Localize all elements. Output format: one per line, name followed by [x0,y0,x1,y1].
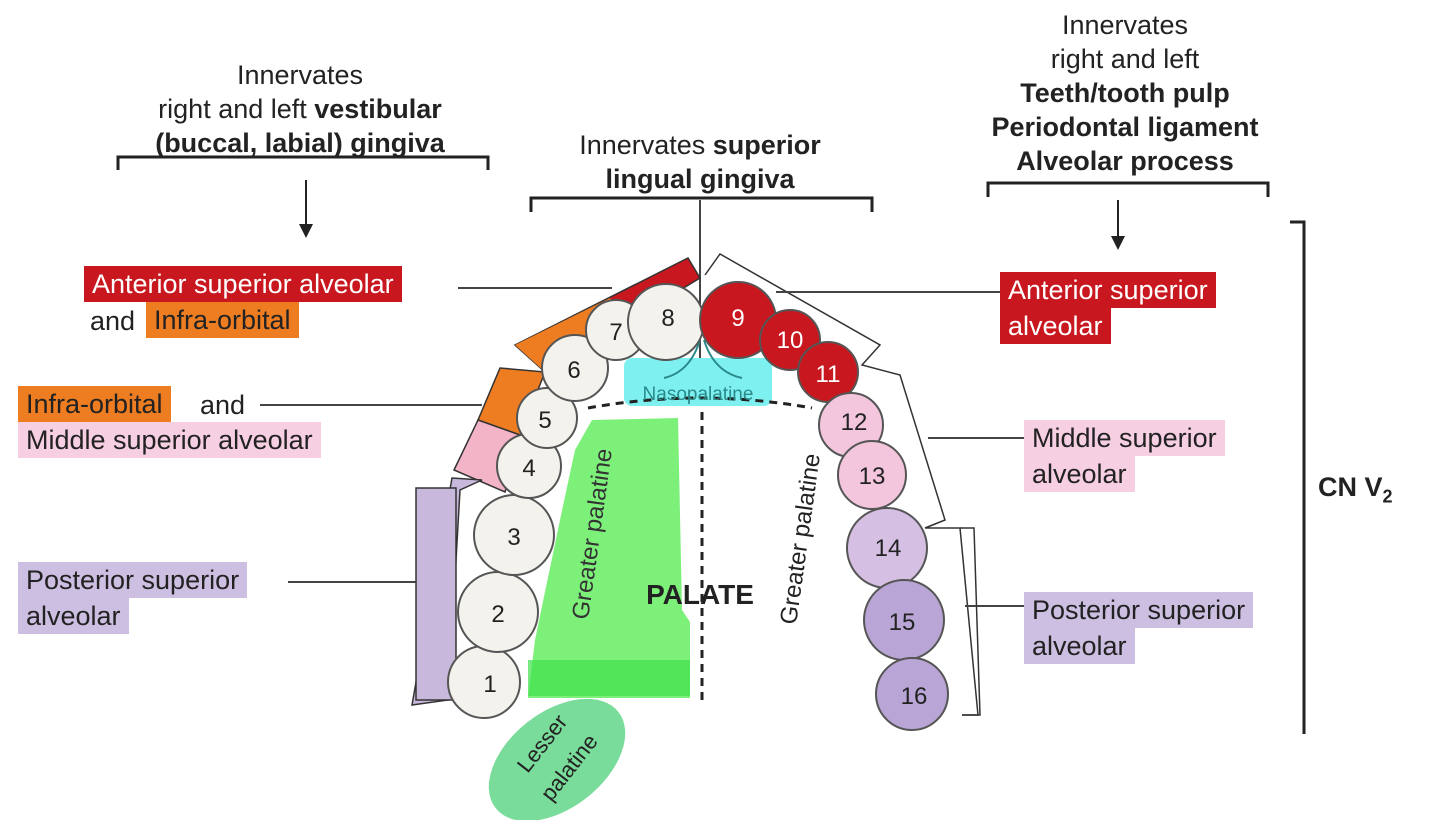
nasopalatine-arrow-right [703,339,743,379]
tooth-13-shape [837,440,907,510]
tooth-15-label: 15 [889,609,916,636]
right-heading-line2: right and left [1050,44,1200,74]
right-arrowhead [1111,236,1125,250]
tooth-5-label: 5 [538,407,551,434]
tooth-3-label: 3 [507,524,520,551]
tooth-8-label: 8 [661,305,674,332]
nasopalatine-label: Nasopalatine [643,384,754,405]
label-left-and-1: and [90,306,136,336]
left-heading-line3: (buccal, labial) gingiva [155,128,445,158]
tooth-12-label: 12 [841,409,868,436]
tooth-14-label: 14 [875,535,902,562]
left-arrowhead [299,224,313,238]
palate-arch-dashed [587,396,813,410]
label-left-and-2: and [200,390,246,420]
label-right-posterior-superior-alveolar-2: alveolar [1024,628,1135,664]
left-heading-line1: Innervates [236,60,364,90]
tooth-6-label: 6 [567,357,580,384]
label-left-infra-orbital-1: Infra-orbital [146,302,299,338]
greater-palatine-left-region [528,418,690,698]
center-heading-line1: Innervates superior [579,130,821,160]
gingiva-outline-right [704,253,979,716]
label-left-posterior-superior-alveolar-2: alveolar [18,598,129,634]
palate-title: PALATE [646,579,754,610]
tooth-16-label: 16 [901,683,928,710]
right-heading-line1: Innervates [1061,10,1189,40]
right-heading: Innervates right and left Teeth/tooth pu… [960,8,1290,178]
right-heading-bracket [986,181,1270,197]
tooth-7-label: 7 [609,319,622,346]
tooth-10-label: 10 [777,327,804,354]
tooth-6-shape [541,334,609,402]
gingiva-band-psa-left-body [415,487,457,701]
label-right-middle-superior-alveolar-1: Middle superior [1024,420,1225,456]
tooth-9-label: 9 [731,305,744,332]
label-right-middle-superior-alveolar-2: alveolar [1024,456,1135,492]
teeth-group [447,281,949,731]
label-left-infra-orbital-2: Infra-orbital [18,386,171,422]
cn-v2-label: CN V2 [1318,470,1393,513]
left-heading-bracket [116,155,490,170]
tooth-4-label: 4 [522,455,535,482]
greater-palatine-right-label: Greater palatine [775,452,826,626]
tooth-1-label: 1 [483,671,496,698]
left-heading-line2: right and left vestibular [158,94,442,124]
label-left-posterior-superior-alveolar-1: Posterior superior [18,562,248,598]
tooth-5-shape [516,387,578,449]
label-right-anterior-superior-alveolar-2: alveolar [1000,308,1111,344]
center-heading: Innervates superior lingual gingiva [520,128,880,196]
right-heading-line4: Periodontal ligament [991,112,1259,142]
nasopalatine-arrow-left [663,339,701,379]
label-right-posterior-superior-alveolar-1: Posterior superior [1024,592,1254,628]
tooth-13-label: 13 [859,463,886,490]
greater-palatine-left-dark-strip [528,660,690,696]
label-left-anterior-superior-alveolar: Anterior superior alveolar [84,266,402,302]
right-heading-line3: Teeth/tooth pulp [1020,78,1230,108]
lesser-palatine-region [488,698,626,820]
center-heading-bracket [529,196,874,212]
nasopalatine-region [624,358,772,406]
right-heading-line5: Alveolar process [1016,146,1234,176]
cn-v2-subscript: 2 [1382,486,1393,507]
tooth-16-shape [875,657,949,731]
tooth-2-label: 2 [491,601,504,628]
left-heading-vestibular: vestibular [314,94,442,124]
label-left-middle-superior-alveolar: Middle superior alveolar [18,422,321,458]
cn-v2-main: CN V [1318,472,1383,502]
tooth-11-label: 11 [816,361,841,388]
center-heading-line2: lingual gingiva [605,164,795,194]
right-psa-bracket [960,527,981,716]
left-heading: Innervates right and left vestibular (bu… [100,58,500,160]
label-right-anterior-superior-alveolar-1: Anterior superior [1000,272,1216,308]
cn-v2-bracket [1290,220,1306,734]
